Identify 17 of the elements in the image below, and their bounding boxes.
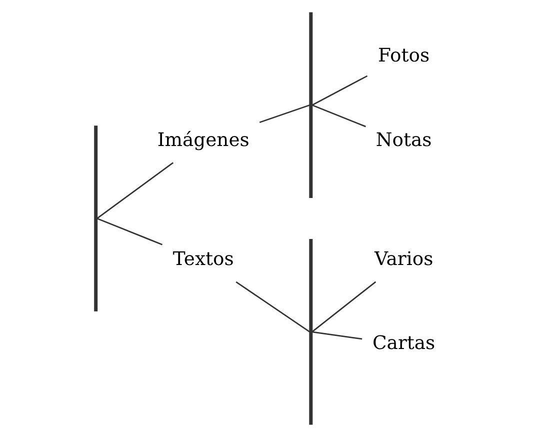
node-text: Varios xyxy=(374,249,433,270)
connector xyxy=(312,331,362,340)
node-bar xyxy=(94,126,98,312)
connector xyxy=(96,218,162,246)
node-text: Notas xyxy=(375,130,432,151)
connector xyxy=(258,104,310,124)
node-text: Imágenes xyxy=(156,130,249,151)
connector xyxy=(96,162,174,219)
connector xyxy=(311,281,376,332)
connector xyxy=(311,104,366,128)
connector xyxy=(311,75,368,106)
node-bar xyxy=(308,238,312,425)
node-text: Cartas xyxy=(372,333,435,354)
node-text: Textos xyxy=(172,249,234,270)
node-bar xyxy=(308,12,312,198)
connector xyxy=(235,281,310,332)
node-text: Fotos xyxy=(378,46,430,67)
